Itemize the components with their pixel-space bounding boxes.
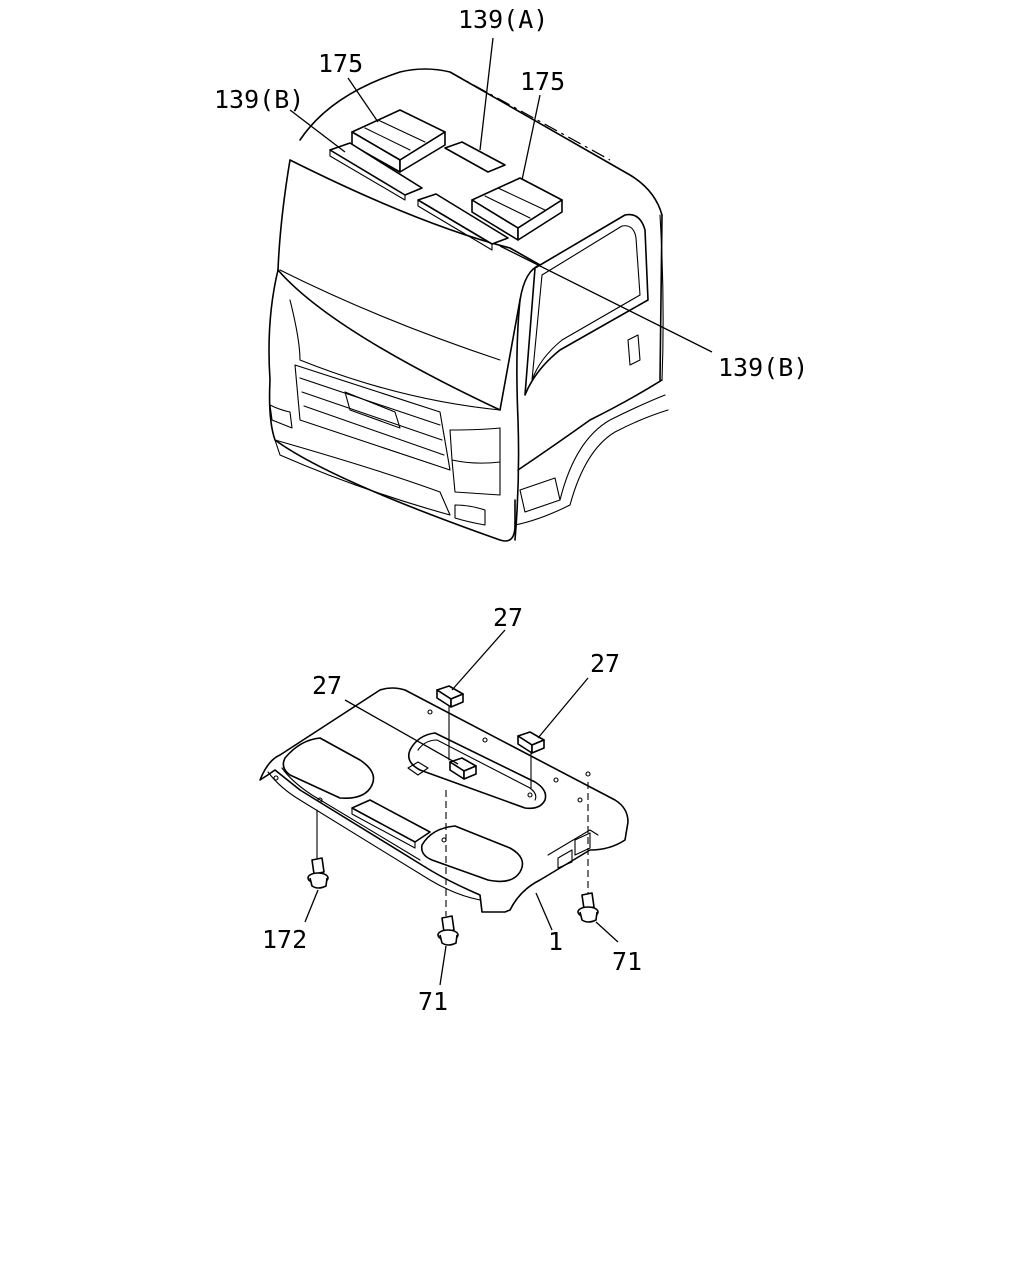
leader-lines-top (289, 37, 713, 353)
leader-lines-bottom (304, 629, 619, 986)
screw-71-center (437, 790, 459, 946)
callout-27-top: 27 (493, 603, 523, 632)
headliner-panel (259, 685, 629, 913)
callout-139b-left: 139(B) (214, 85, 304, 114)
callout-27-left: 27 (312, 671, 342, 700)
callout-27-right: 27 (590, 649, 620, 678)
callout-175-left: 175 (318, 49, 363, 78)
truck-cab (268, 68, 669, 542)
callout-71-right: 71 (612, 947, 642, 976)
callout-139a: 139(A) (458, 5, 548, 34)
callout-139b-right: 139(B) (718, 353, 808, 382)
callout-71-center: 71 (418, 987, 448, 1016)
screw-172 (307, 809, 329, 889)
callout-1: 1 (548, 927, 563, 956)
callout-175-right: 175 (520, 67, 565, 96)
callout-172: 172 (262, 925, 307, 954)
screw-71-right (577, 782, 599, 923)
